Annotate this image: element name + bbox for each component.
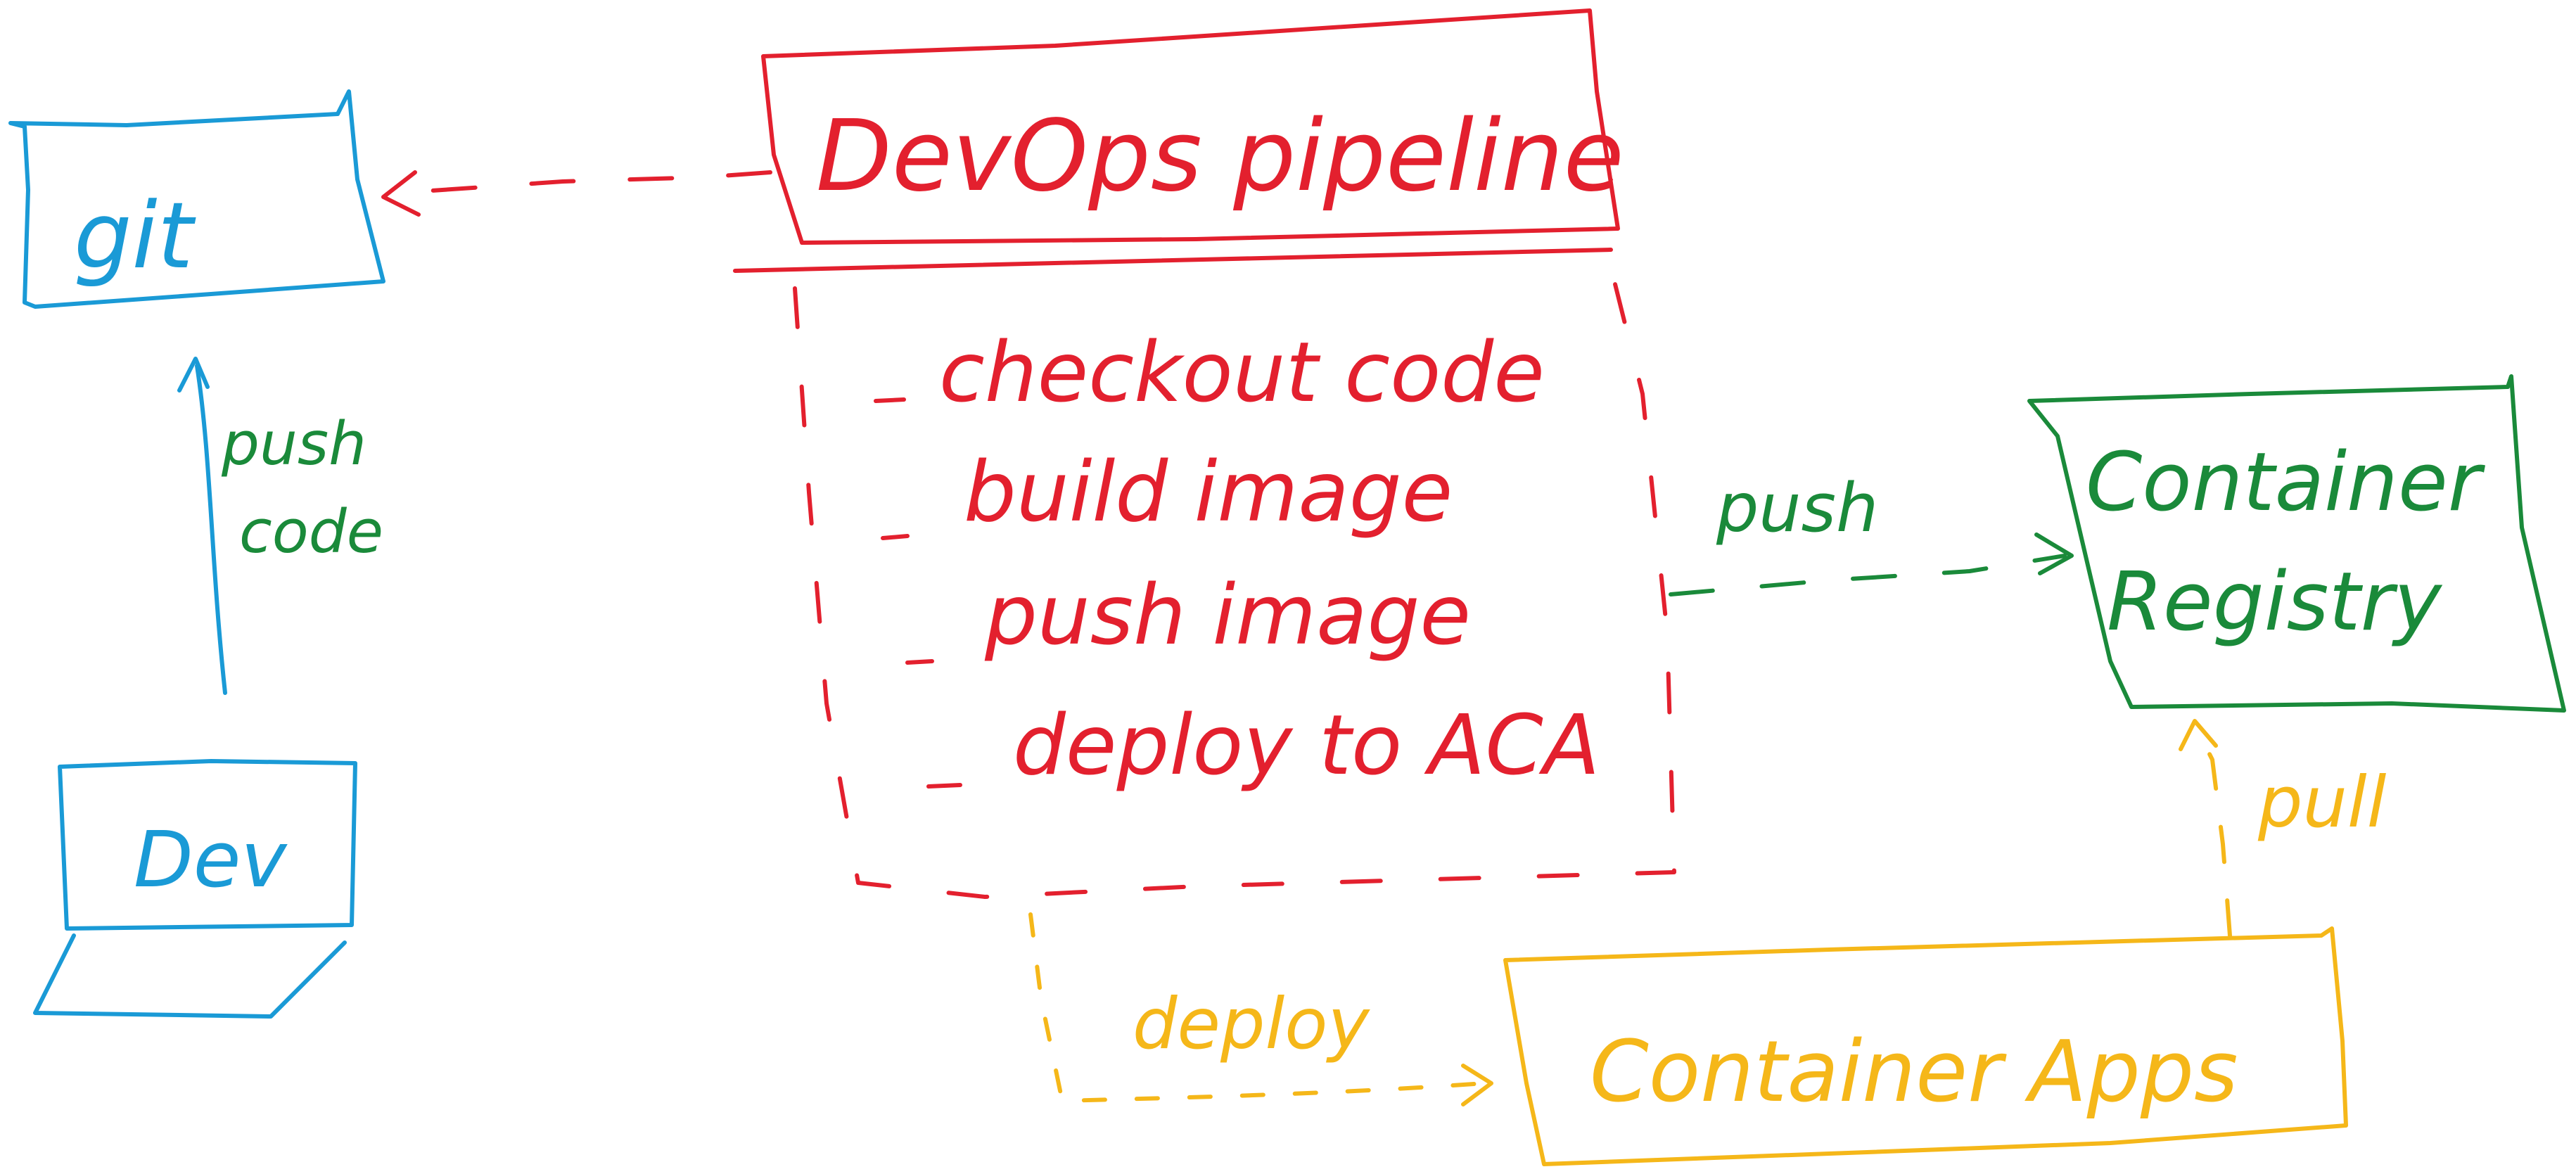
registry-label-line2: Registry: [2107, 555, 2443, 649]
pipeline-step-2-label: build image: [964, 443, 1453, 540]
pipeline-step-2: build image: [881, 443, 1453, 540]
apps-node[interactable]: Container Apps: [1503, 926, 2348, 1166]
pipeline-node[interactable]: DevOps pipeline checkout code build imag…: [733, 8, 1676, 899]
edge-pull: pull: [2179, 719, 2387, 938]
deploy-line: [1028, 912, 1486, 1103]
dev-label: Dev: [134, 815, 288, 905]
push-image-label: push: [1716, 470, 1878, 547]
git-box: [8, 89, 385, 309]
push-code-arrowhead: [177, 357, 210, 393]
pipeline-header-box: [761, 8, 1620, 245]
push-code-label-line2: code: [239, 497, 383, 567]
registry-box: [2027, 374, 2566, 713]
pipeline-title: DevOps pipeline: [816, 99, 1624, 214]
push-code-arrow-line: [195, 364, 227, 695]
edge-push-code: push code: [177, 357, 383, 695]
pipeline-step-1: checkout code: [874, 324, 1545, 421]
git-label: git: [74, 182, 196, 289]
pipeline-git-line: [392, 170, 772, 199]
pull-line: [2193, 722, 2232, 938]
pipeline-git-arrowhead: [381, 170, 421, 217]
apps-box: [1503, 926, 2348, 1166]
registry-node[interactable]: Container Registry: [2027, 374, 2566, 713]
pull-arrowhead: [2179, 719, 2218, 751]
pipeline-step-1-label: checkout code: [939, 324, 1545, 421]
edge-push-image: push: [1669, 470, 2074, 596]
registry-label-line1: Container: [2086, 435, 2486, 530]
edge-deploy: deploy: [1028, 912, 1493, 1106]
dev-laptop-screen: [58, 759, 357, 931]
git-node[interactable]: git: [8, 89, 385, 309]
apps-label: Container Apps: [1590, 1023, 2238, 1121]
pipeline-body-outline: [793, 265, 1676, 899]
pipeline-step-4: deploy to ACA: [926, 696, 1600, 793]
pipeline-step-3-label: push image: [984, 566, 1471, 663]
pull-label: pull: [2257, 761, 2387, 843]
push-image-line: [1669, 554, 2067, 596]
pipeline-step-4-label: deploy to ACA: [1013, 696, 1600, 793]
dev-node[interactable]: Dev: [33, 759, 357, 1019]
deploy-label: deploy: [1133, 983, 1370, 1065]
push-image-arrowhead: [2034, 532, 2074, 575]
edge-pipeline-git: [381, 170, 772, 217]
pipeline-underline: [733, 248, 1613, 273]
dev-laptop-base: [33, 933, 347, 1019]
push-code-label-line1: push: [221, 409, 366, 479]
deploy-arrowhead: [1461, 1064, 1493, 1106]
pipeline-step-3: push image: [905, 566, 1471, 665]
